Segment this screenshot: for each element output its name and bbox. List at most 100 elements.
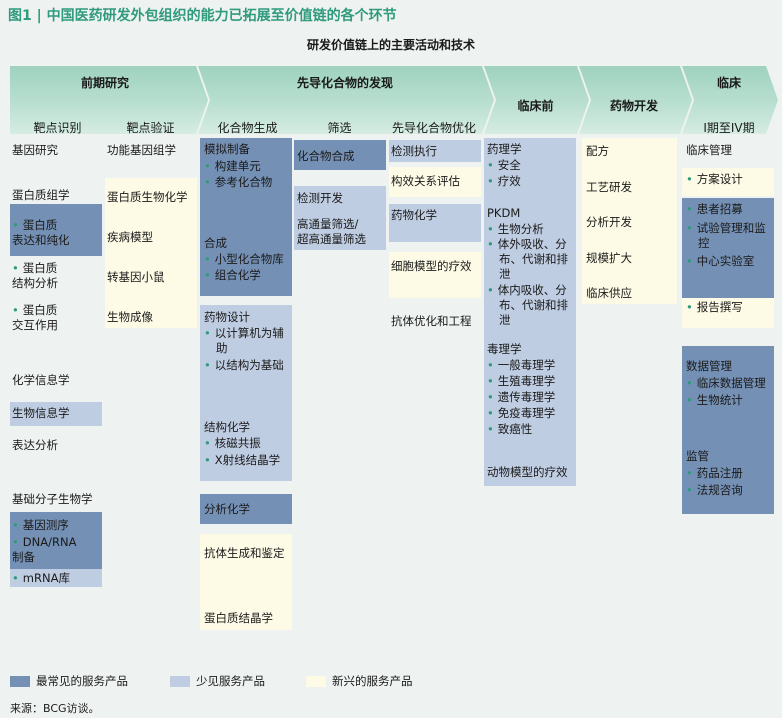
item-genomic: 基础分子生物学 — [12, 492, 93, 506]
item-pkdm: PKDM — [487, 206, 521, 220]
bullet-xray: •X射线结晶学 — [204, 453, 281, 467]
item-transgenic-mouse: 转基因小鼠 — [107, 270, 165, 284]
phase-preclinical-chevron — [484, 66, 589, 134]
bullet-dot-icon: • — [487, 283, 494, 297]
bullet-dot-icon: • — [204, 358, 211, 372]
phase-clinical-label: 临床 — [716, 76, 741, 90]
bullet-bioanalysis: •生物分析 — [487, 222, 544, 236]
bullet-dot-icon: • — [686, 483, 693, 497]
box-protein-expression — [10, 204, 102, 256]
bullet-reg-consult: •法规咨询 — [686, 483, 743, 497]
sub-compound-gen: 化合物生成 — [217, 121, 278, 135]
sub-target-id: 靶点识别 — [33, 121, 82, 135]
box-antibody — [200, 534, 292, 630]
box-drug-design — [200, 305, 292, 481]
bullet-dot-icon: • — [12, 518, 19, 532]
bullet-clinical-data: •临床数据管理 — [686, 376, 766, 390]
bullet-protein-expression: •蛋白质 表达和纯化 — [12, 218, 70, 247]
item-analytic-chem: 分析化学 — [204, 502, 250, 516]
bullet-in-vitro-adme: •体外吸收、分布、代谢和排泄 — [487, 237, 568, 281]
legend-swatch-emerging — [306, 676, 326, 687]
bullet-dot-icon: • — [487, 390, 494, 404]
box-compound-synth — [294, 140, 386, 170]
bullet-in-vivo-adme: •体内吸收、分布、代谢和排泄 — [487, 283, 568, 327]
bullet-structure-based: •以结构为基础 — [204, 358, 284, 372]
item-med-chem: 药物化学 — [391, 208, 437, 222]
bullet-dot-icon: • — [686, 376, 693, 390]
bullet-dot-icon: • — [12, 535, 19, 549]
item-expression: 表达分析 — [12, 438, 58, 452]
sub-target-val: 靶点验证 — [126, 121, 175, 135]
bullet-recruit: •患者招募 — [686, 202, 743, 216]
bullet-dot-icon: • — [12, 261, 19, 275]
item-pharmacology: 药理学 — [487, 142, 522, 156]
item-cell-model: 细胞模型的疗效 — [391, 259, 472, 273]
bullet-dot-icon: • — [686, 300, 693, 314]
bullet-dot-icon: • — [487, 237, 494, 251]
phase-clinical-chevron — [682, 66, 778, 134]
box-gene-seq — [10, 512, 102, 569]
item-disease-model: 疾病模型 — [107, 230, 153, 244]
box-assay-dev — [294, 186, 386, 250]
bullet-dot-icon: • — [12, 303, 19, 317]
phase-early-label: 前期研究 — [80, 76, 129, 90]
phase-lead-label: 先导化合物的发现 — [296, 76, 393, 90]
box-analytic-chem — [200, 494, 292, 524]
bullet-dot-icon: • — [204, 252, 211, 266]
item-scale-up: 规模扩大 — [586, 251, 632, 265]
bullet-immuno-tox: •免疫毒理学 — [487, 406, 556, 420]
phase-lead-chevron — [198, 66, 494, 134]
item-protein-crystal: 蛋白质结晶学 — [204, 611, 273, 625]
item-func-genomics: 功能基因组学 — [107, 143, 176, 157]
phase-drugdev-label: 药物开发 — [609, 99, 658, 113]
item-animal-model: 动物模型的疗效 — [487, 465, 568, 479]
bullet-dot-icon: • — [204, 436, 211, 450]
phase-preclinical-label: 临床前 — [517, 99, 554, 113]
bullet-dot-icon: • — [487, 374, 494, 388]
bullet-ref-compounds: •参考化合物 — [204, 175, 273, 189]
legend-common: 最常见的服务产品 — [36, 674, 128, 688]
bullet-dot-icon: • — [487, 174, 494, 188]
bullet-dot-icon: • — [204, 326, 211, 340]
item-prot-biochem: 蛋白质生物化学 — [107, 190, 188, 204]
item-struct-chem: 结构化学 — [204, 420, 250, 434]
bullet-repro-tox: •生殖毒理学 — [487, 374, 556, 388]
bullet-dot-icon: • — [204, 268, 211, 282]
bullet-dot-icon: • — [487, 158, 494, 172]
bullet-combi-chem: •组合化学 — [204, 268, 261, 282]
bullet-nmr: •核磁共振 — [204, 436, 261, 450]
legend-emerging: 新兴的服务产品 — [332, 674, 413, 688]
sub-lead-opt: 先导化合物优化 — [391, 121, 476, 135]
bullet-dot-icon: • — [487, 358, 494, 372]
bullet-small-library: •小型化合物库 — [204, 252, 284, 266]
bullet-computer-aided: •以计算机为辅助 — [204, 326, 284, 355]
source-note: 来源：BCG访谈。 — [10, 702, 100, 715]
bullet-dot-icon: • — [204, 159, 211, 173]
item-antibody-gen: 抗体生成和鉴定 — [204, 546, 285, 560]
bullet-dot-icon: • — [487, 222, 494, 236]
box-preclinical — [484, 138, 576, 486]
phase-early-chevron — [10, 66, 208, 134]
item-drug-design: 药物设计 — [204, 310, 250, 324]
bullet-dot-icon: • — [686, 221, 693, 235]
bullet-safety: •安全 — [487, 158, 521, 172]
item-hts: 高通量筛选/ 超高通量筛选 — [297, 217, 366, 246]
bullet-dot-icon: • — [12, 218, 19, 232]
bullet-dot-icon: • — [686, 202, 693, 216]
box-mrna — [10, 569, 102, 587]
item-toxicology: 毒理学 — [487, 342, 522, 356]
item-data-mgmt: 数据管理 — [686, 359, 732, 373]
bullet-protein-structure: •蛋白质 结构分析 — [12, 261, 58, 290]
phase-drugdev-chevron — [579, 66, 692, 134]
bullet-mrna: •mRNA库 — [12, 571, 70, 585]
item-assay-exec: 检测执行 — [391, 144, 437, 158]
box-sar — [389, 167, 481, 197]
box-data-reg — [682, 346, 774, 514]
bullet-building-blocks: •构建单元 — [204, 159, 261, 173]
bullet-dot-icon: • — [12, 571, 19, 585]
bullet-efficacy: •疗效 — [487, 174, 521, 188]
box-cell-model — [389, 252, 481, 298]
bullet-carcinogenicity: •致癌性 — [487, 422, 533, 436]
legend-swatch-few — [170, 676, 190, 687]
item-proteomics: 蛋白质组学 — [12, 188, 70, 202]
